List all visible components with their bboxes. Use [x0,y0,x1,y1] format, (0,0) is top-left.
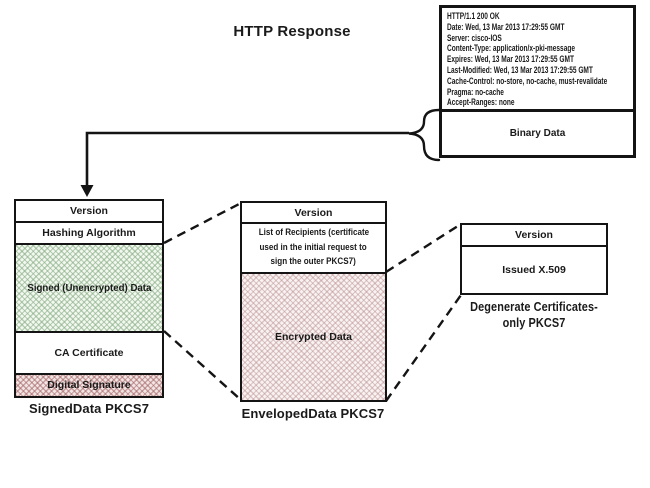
enveloped-to-degenerate-bottom-dashed-line [385,294,462,402]
binary-to-signeddata-arrow [85,131,409,186]
signed-digital-signature-row: Digital Signature [16,372,162,396]
enveloped-encrypted-data-row: Encrypted Data [242,272,385,400]
envelopeddata-pkcs7-box: Version List of Recipients (certificate … [240,201,387,402]
signed-to-enveloped-bottom-dashed-line [163,330,242,401]
signed-version-row: Version [70,204,108,217]
binary-data-section: Binary Data [442,109,633,155]
signeddata-pkcs7-caption: SignedData PKCS7 [28,401,150,416]
http-header-line: HTTP/1.1 200 OK [447,11,500,21]
degenerate-pkcs7-caption: Degenerate Certificates- only PKCS7 [444,299,624,331]
signed-hashing-algorithm-row: Hashing Algorithm [16,220,162,243]
degenerate-caption-line: only PKCS7 [502,315,566,330]
signed-unencrypted-data-row: Signed (Unencrypted) Data [16,242,162,331]
degenerate-caption-line: Degenerate Certificates- [470,299,598,314]
http-header-line: Content-Type: application/x-pki-message [447,43,576,54]
signed-unencrypted-data-label: Signed (Unencrypted) Data [27,281,151,294]
arrowhead-icon [80,185,94,197]
recipients-text-line: sign the outer PKCS7) [270,256,357,268]
http-header-line: Cache-Control: no-store, no-cache, must-… [447,75,608,86]
http-header-line: Last-Modified: Wed, 13 Mar 2013 17:29:55… [447,64,593,75]
http-header-line: Server: cisco-IOS [447,32,502,43]
degenerate-pkcs7-box: Version Issued X.509 [460,223,608,295]
recipients-text-line: List of Recipients (certificate [258,227,369,239]
recipients-text-line: used in the initial request to [259,241,368,253]
signed-to-enveloped-top-dashed-line [163,201,242,245]
http-header-line: Pragma: no-cache [447,86,504,97]
enveloped-version-row: Version [294,206,333,219]
http-response-box: HTTP/1.1 200 OK Date: Wed, 13 Mar 2013 1… [439,5,636,158]
binary-data-brace [408,108,441,162]
enveloped-to-degenerate-top-dashed-line [385,222,462,274]
envelopeddata-pkcs7-caption: EnvelopedData PKCS7 [241,406,385,421]
http-header-line: Date: Wed, 13 Mar 2013 17:29:55 GMT [447,21,565,32]
http-header-line: Expires: Wed, 13 Mar 2013 17:29:55 GMT [447,54,574,65]
page-title: HTTP Response [233,23,351,40]
enveloped-recipients-row: List of Recipients (certificate used in … [242,222,385,272]
degenerate-version-row: Version [515,228,553,241]
http-header-line: Accept-Ranges: none [447,97,515,108]
signeddata-pkcs7-box: Version Hashing Algorithm Signed (Unencr… [14,199,164,398]
signed-ca-certificate-row: CA Certificate [16,330,162,373]
binary-data-label: Binary Data [509,128,566,139]
degenerate-issued-x509-row: Issued X.509 [462,244,606,294]
http-headers-section: HTTP/1.1 200 OK Date: Wed, 13 Mar 2013 1… [442,8,633,109]
